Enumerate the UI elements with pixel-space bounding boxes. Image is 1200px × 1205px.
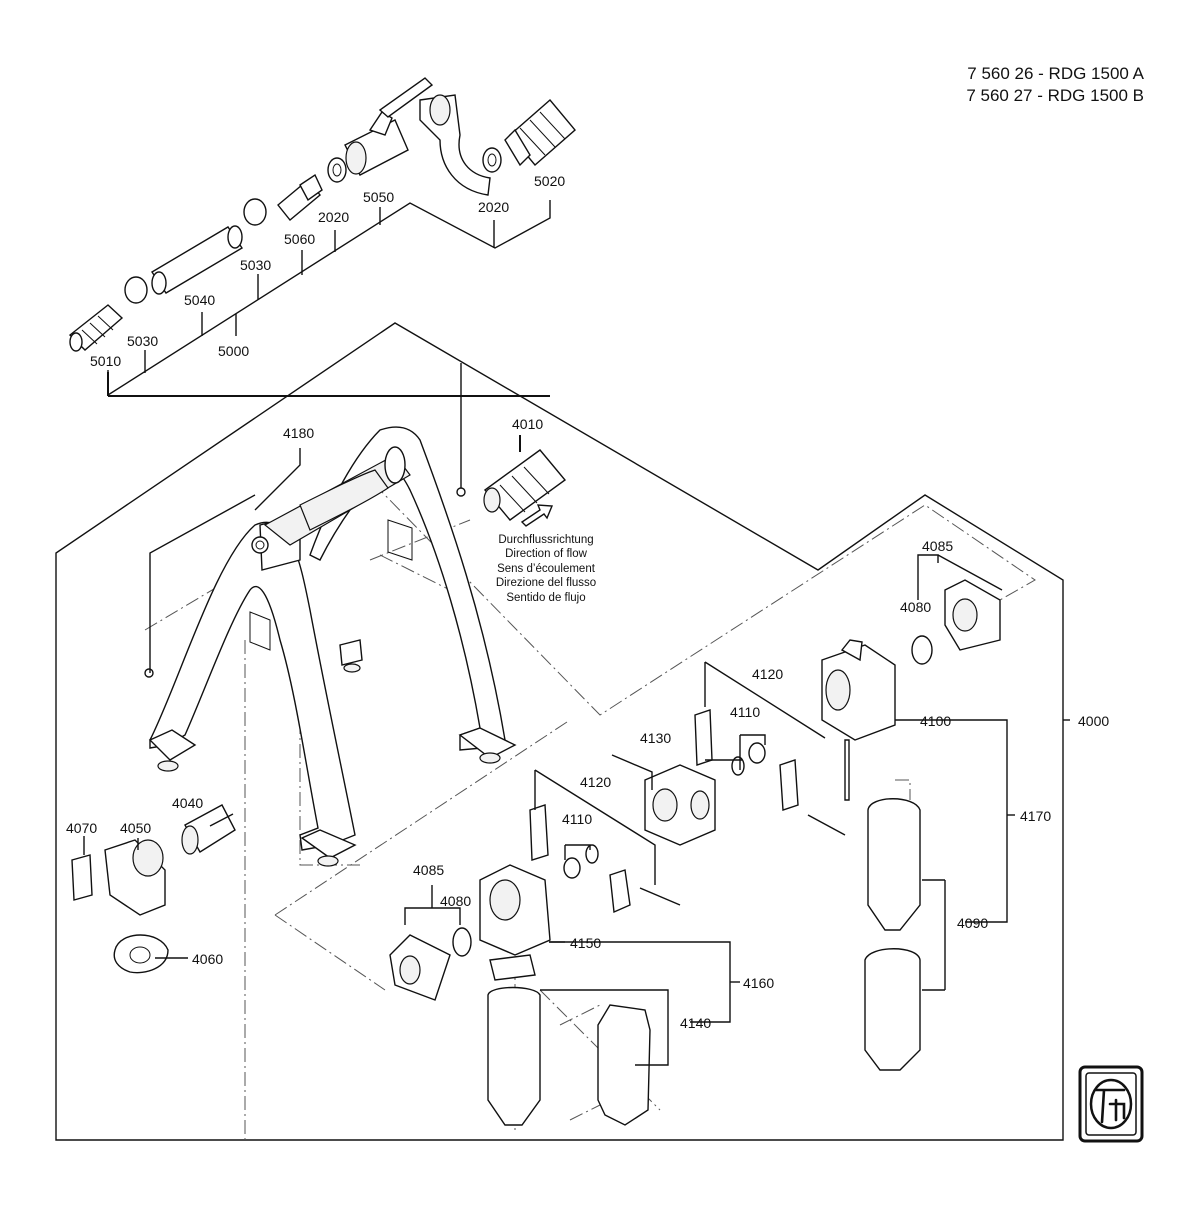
flow-arrow-icon: [520, 504, 554, 527]
callout-4010: 4010: [512, 416, 543, 432]
callout-5050: 5050: [363, 189, 394, 205]
base-dashed-outline-2: [274, 719, 571, 916]
callout-4070: 4070: [66, 820, 97, 836]
model-number-line-1: 7 560 26 - RDG 1500 A: [967, 64, 1144, 83]
parts-4040-group: [71, 804, 236, 974]
group-4000-outline: [55, 322, 1064, 1141]
callout-5030: 5030: [240, 257, 271, 273]
callout-4140: 4140: [680, 1015, 711, 1031]
callout-4170: 4170: [1020, 808, 1051, 824]
callout-4040: 4040: [172, 795, 203, 811]
flow-direction-es: Sentido de flujo: [506, 591, 586, 604]
leaders-5000: [107, 200, 551, 397]
flow-direction-en: Direction of flow: [505, 548, 587, 561]
callout-5040: 5040: [184, 292, 215, 308]
flow-direction-note: Durchflussrichtung Direction of flow Sen…: [476, 533, 616, 605]
callout-4090: 4090: [957, 915, 988, 931]
callout-4150: 4150: [570, 935, 601, 951]
callout-4085: 4085: [922, 538, 953, 554]
callout-5020: 5020: [534, 173, 565, 189]
flow-direction-fr: Sens d’écoulement: [497, 562, 595, 575]
callout-4130: 4130: [640, 730, 671, 746]
fein-logo-icon: [1078, 1065, 1144, 1143]
callout-2020: 2020: [318, 209, 349, 225]
filter-unit-lower: [479, 709, 846, 1126]
callout-4050: 4050: [120, 820, 151, 836]
base-dashed-outline-3: [274, 914, 386, 991]
callout-4060: 4060: [192, 951, 223, 967]
callout-4000: 4000: [1078, 713, 1109, 729]
parts-4085-left: [389, 885, 472, 1001]
callout-4120: 4120: [580, 774, 611, 790]
filter-unit-upper: [821, 579, 1001, 1071]
callout-4110: 4110: [562, 811, 592, 827]
callout-4085: 4085: [413, 862, 444, 878]
callout-5010: 5010: [90, 353, 121, 369]
parts-5000-group: [68, 77, 576, 352]
part-4010-coupling: [483, 435, 567, 521]
callout-5060: 5060: [284, 231, 315, 247]
callout-labels: 5010 5030 5040 5000 5030 5060 2020 5050 …: [66, 173, 1109, 1031]
dashed-line-stand-2: [299, 600, 360, 866]
flow-direction-de: Durchflussrichtung: [498, 534, 594, 546]
callout-4080: 4080: [900, 599, 931, 615]
model-number-line-2: 7 560 27 - RDG 1500 B: [966, 86, 1144, 105]
stand-frame: [144, 426, 517, 867]
callout-4120: 4120: [752, 666, 783, 682]
leaders-4000: [83, 363, 1070, 1066]
callout-5000: 5000: [218, 343, 249, 359]
callout-4110: 4110: [730, 704, 760, 720]
flow-direction-it: Direzione del flusso: [495, 577, 597, 590]
callout-5030: 5030: [127, 333, 158, 349]
callout-4180: 4180: [283, 425, 314, 441]
callout-2020: 2020: [478, 199, 509, 215]
callout-4100: 4100: [920, 713, 951, 729]
callout-4080: 4080: [440, 893, 471, 909]
callout-4160: 4160: [743, 975, 774, 991]
